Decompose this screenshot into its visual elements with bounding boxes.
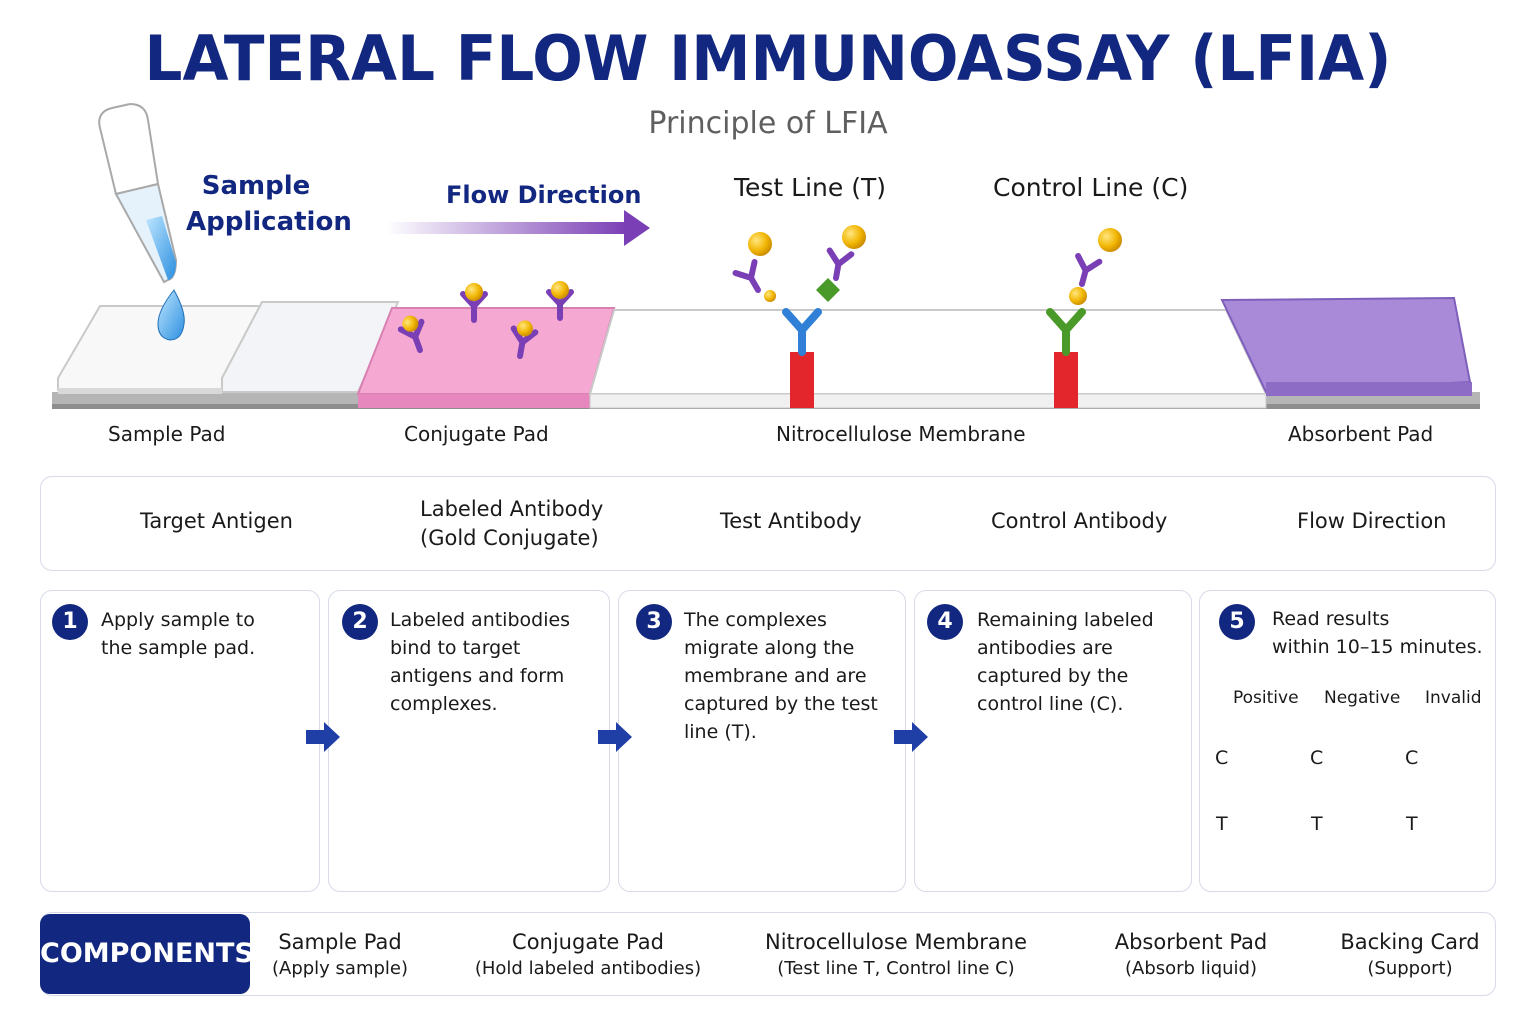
result-negative-label: Negative xyxy=(1324,688,1401,708)
flow-direction-label: Flow Direction xyxy=(446,181,642,209)
component-backing-card: Backing Card(Support) xyxy=(1340,930,1480,979)
step-number-5: 5 xyxy=(1219,604,1255,640)
component-membrane: Nitrocellulose Membrane(Test line T, Con… xyxy=(764,930,1028,979)
legend-target-antigen: Target Antigen xyxy=(140,509,293,533)
result-invalid-label: Invalid xyxy=(1425,688,1482,708)
component-absorbent-pad: Absorbent Pad(Absorb liquid) xyxy=(1114,930,1268,979)
invalid-c-label: C xyxy=(1405,747,1419,769)
pipette-icon xyxy=(98,102,185,341)
negative-t-label: T xyxy=(1311,813,1323,835)
conjugate-pad xyxy=(356,307,616,395)
control-line-label: Control Line (C) xyxy=(993,173,1189,202)
sample-pad-label: Sample Pad xyxy=(108,422,226,446)
test-line xyxy=(790,352,814,408)
positive-t-label: T xyxy=(1216,813,1228,835)
membrane-label: Nitrocellulose Membrane xyxy=(776,422,1026,446)
step-card-4 xyxy=(914,590,1192,892)
page-title: LATERAL FLOW IMMUNOASSAY (LFIA) xyxy=(144,22,1392,95)
step-card-5 xyxy=(1199,590,1496,892)
step-number-2: 2 xyxy=(342,604,378,640)
negative-c-label: C xyxy=(1310,747,1324,769)
absorbent-pad-label: Absorbent Pad xyxy=(1288,422,1434,446)
step-number-4: 4 xyxy=(927,604,963,640)
legend-labeled-antibody: Labeled Antibody(Gold Conjugate) xyxy=(420,497,604,550)
absorbent-pad xyxy=(1220,296,1472,394)
step-number-1: 1 xyxy=(52,604,88,640)
legend-flow-direction: Flow Direction xyxy=(1297,509,1447,533)
labeled-antibodies-conjugate xyxy=(397,281,571,358)
component-sample-pad: Sample Pad(Apply sample) xyxy=(271,930,409,979)
test-line-complex xyxy=(735,225,866,352)
step-card-2 xyxy=(328,590,610,892)
components-header: COMPONENTS xyxy=(40,914,254,994)
step-card-1 xyxy=(40,590,320,892)
step-card-3 xyxy=(618,590,906,892)
page-subtitle: Principle of LFIA xyxy=(648,106,888,141)
legend xyxy=(40,476,1496,571)
conjugate-pad-label: Conjugate Pad xyxy=(404,422,549,446)
component-conjugate-pad: Conjugate Pad(Hold labeled antibodies) xyxy=(474,930,702,979)
flow-direction-arrow xyxy=(386,210,650,246)
legend-control-antibody: Control Antibody xyxy=(991,509,1168,533)
nitrocellulose-membrane xyxy=(588,309,1268,395)
positive-c-label: C xyxy=(1215,747,1229,769)
control-line xyxy=(1054,352,1078,408)
step-number-3: 3 xyxy=(636,604,672,640)
invalid-t-label: T xyxy=(1406,813,1418,835)
test-line-label: Test Line (T) xyxy=(734,173,887,202)
result-positive-label: Positive xyxy=(1233,688,1299,708)
components-bar xyxy=(40,912,1496,996)
control-line-complex xyxy=(1050,228,1122,352)
legend-test-antibody: Test Antibody xyxy=(720,509,862,533)
sample-application-label: Sample Application xyxy=(186,171,352,237)
